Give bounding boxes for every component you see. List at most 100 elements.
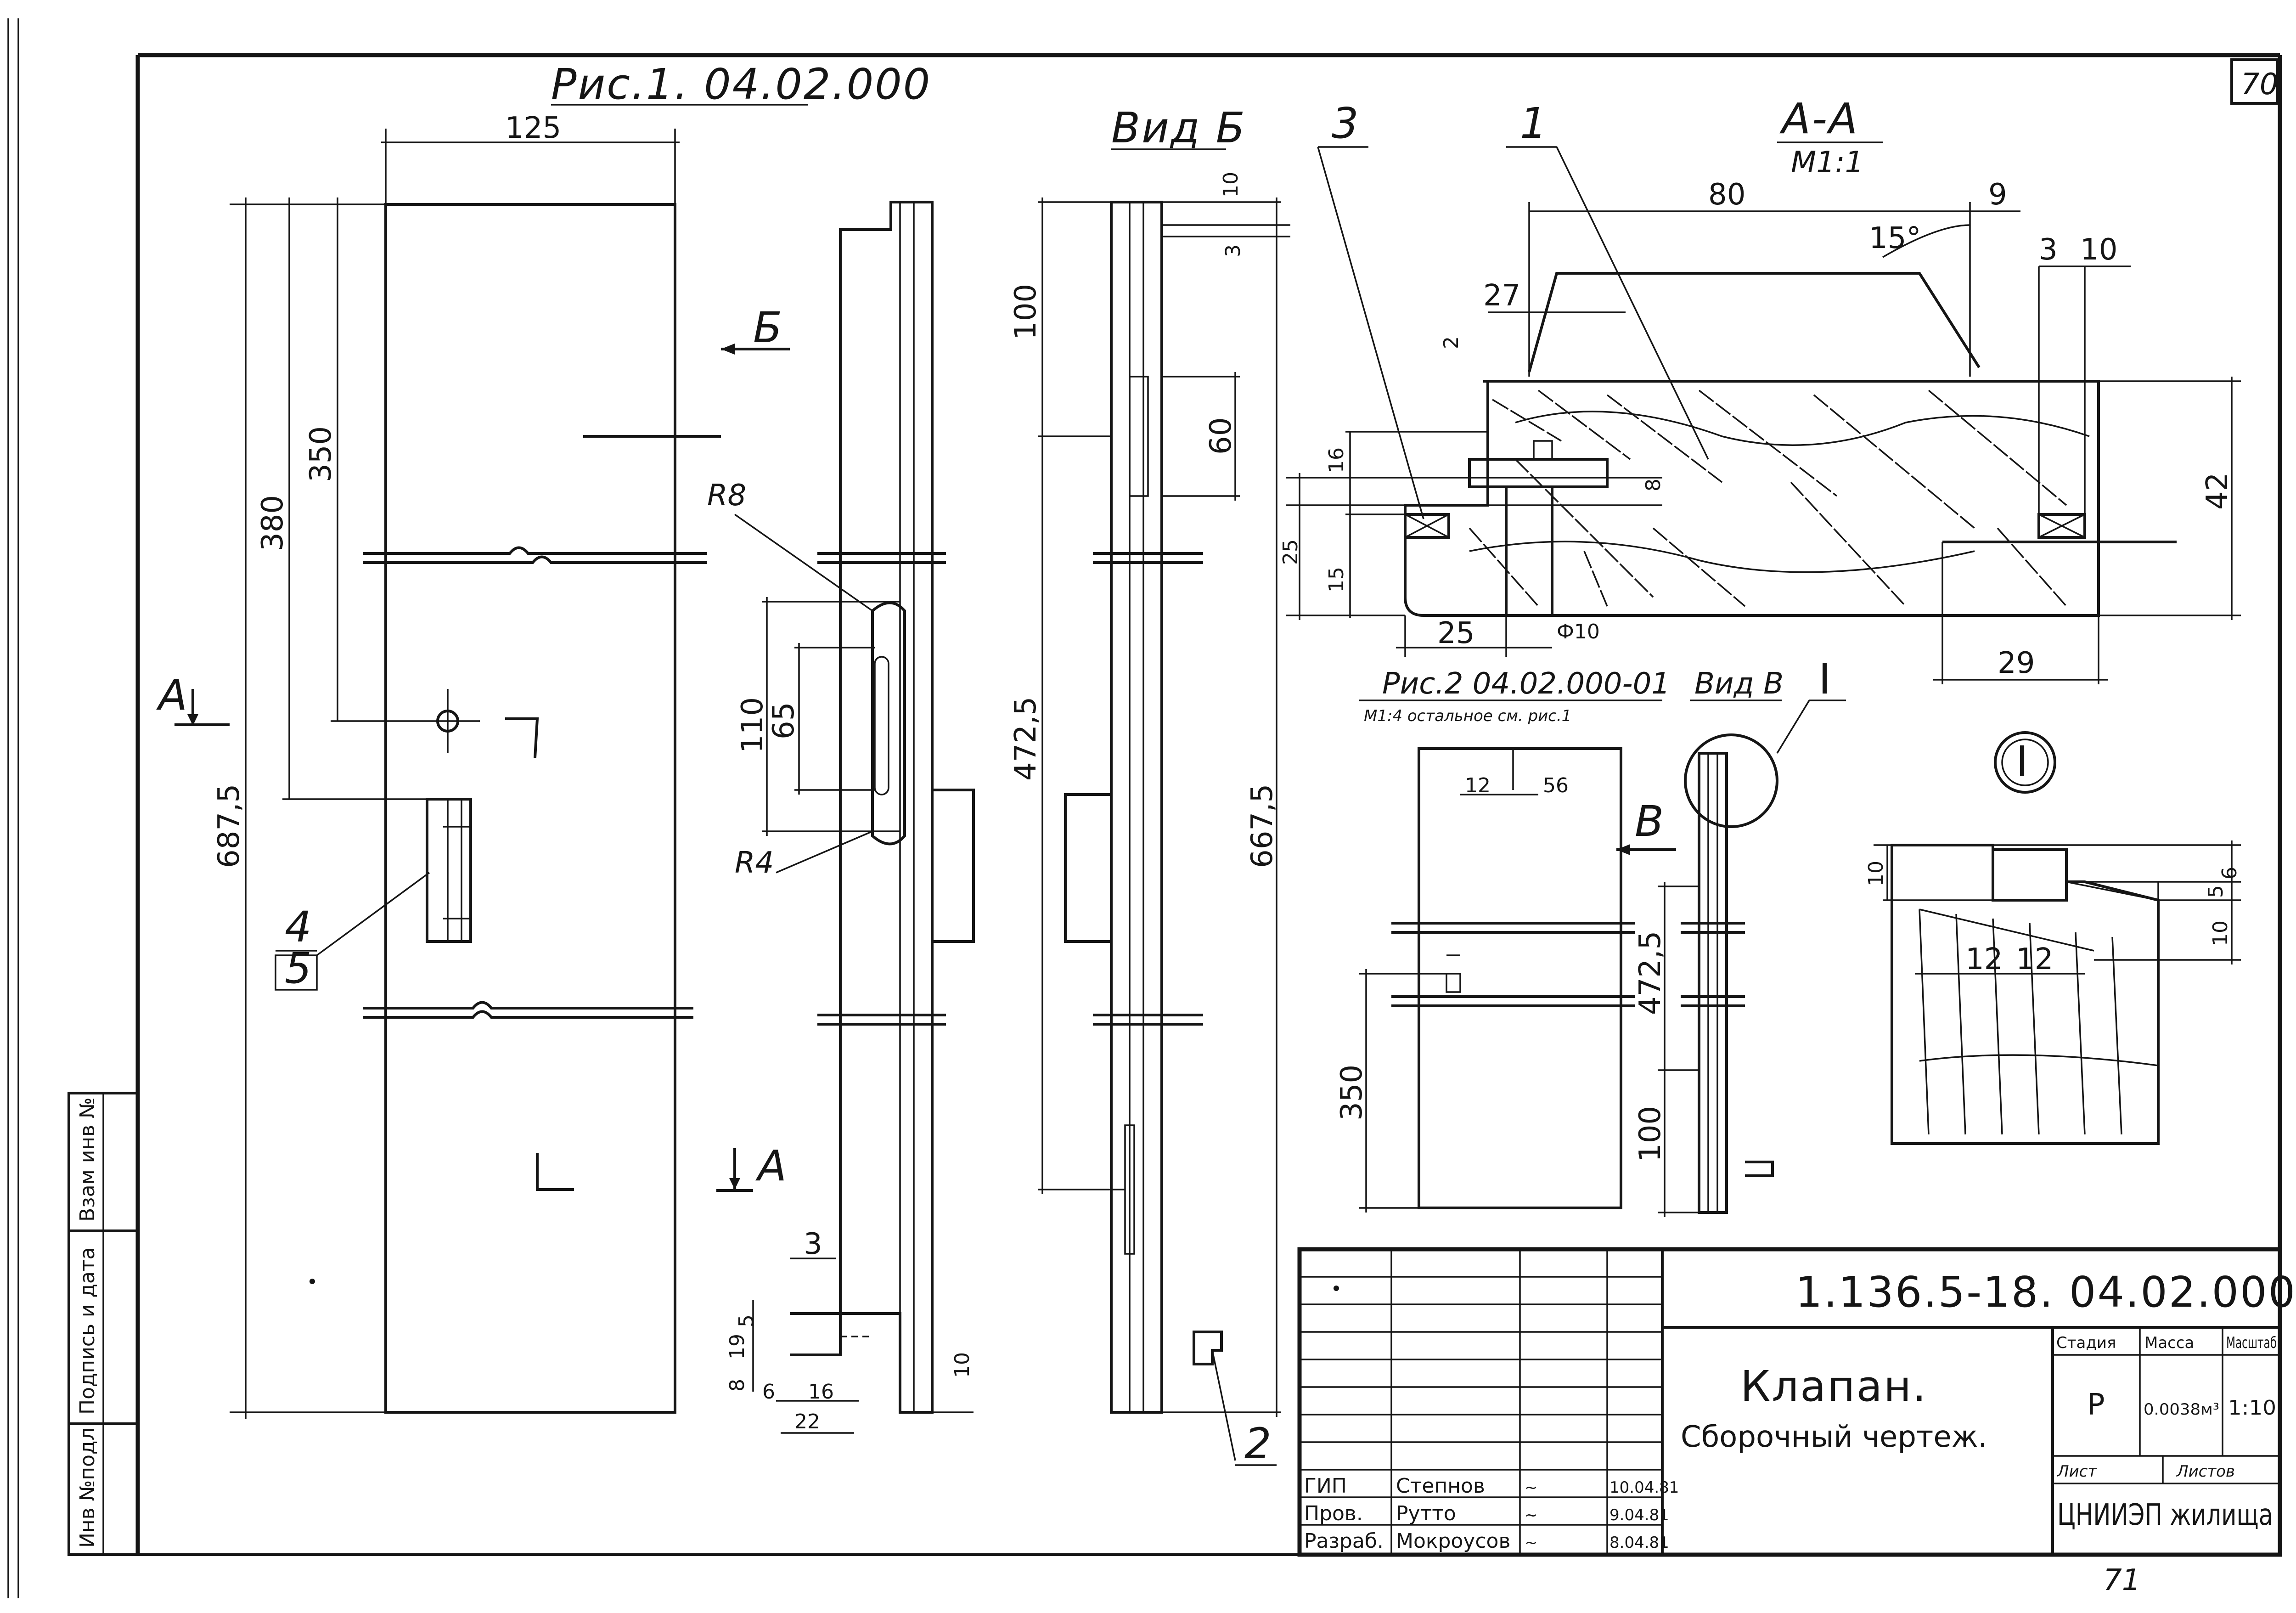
- section-mark-a-top: А: [156, 671, 189, 720]
- dim-vb-60: 60: [1204, 417, 1238, 455]
- view-v-title: Вид В: [1694, 667, 1784, 701]
- stage-header: Стадия: [2056, 1334, 2116, 1352]
- mass-value: 0.0038м³: [2144, 1400, 2219, 1419]
- dim-i-10: 10: [1864, 861, 1888, 886]
- figure-2-title: Рис.2 04.02.000-01: [1382, 667, 1670, 701]
- side-stamp-inv-dup: Взам инв №: [76, 1097, 99, 1222]
- dim-i-10b: 10: [2209, 920, 2232, 946]
- side-stamp: Инв №подл Подпись и дата Взам инв №: [68, 1092, 139, 1556]
- callout-3: 3: [1332, 99, 1360, 148]
- dim-v-472-5: 472,5: [1633, 931, 1667, 1015]
- sheet-header: Лист: [2056, 1462, 2097, 1481]
- role-prov: Пров.: [1304, 1502, 1363, 1525]
- dim-s-phi10: Ф10: [1557, 620, 1600, 643]
- dim-vb-100: 100: [1009, 284, 1043, 340]
- dim-vb-10: 10: [1219, 172, 1243, 197]
- dim-i-12b: 12: [2016, 942, 2053, 976]
- view-b-title: Вид Б: [1111, 103, 1246, 152]
- view-mark-b: Б: [753, 303, 783, 352]
- figure-2: Рис.2 04.02.000-01 М1:4 остальное см. ри…: [1335, 667, 1670, 1213]
- dim-3-bottom: 3: [804, 1227, 822, 1261]
- dim-i-12a: 12: [1965, 942, 2003, 976]
- dim-s-27: 27: [1483, 279, 1520, 313]
- dim-s-3: 3: [2039, 233, 2058, 267]
- dim-10-bottom: 10: [951, 1352, 974, 1378]
- dim-v-100: 100: [1633, 1106, 1667, 1162]
- date-prov: 9.04.81: [1609, 1506, 1669, 1524]
- date-razrab: 8.04.81: [1609, 1534, 1669, 1552]
- footer-mark: 71: [2103, 1563, 2140, 1597]
- figure-2-note: М1:4 остальное см. рис.1: [1364, 707, 1571, 725]
- dim-110: 110: [736, 697, 770, 753]
- dim-i-6: 6: [2218, 867, 2241, 880]
- stage-value: Р: [2087, 1388, 2105, 1422]
- dim-s-10: 10: [2080, 233, 2117, 267]
- section-a-a: А-А М1:1 80 9 15° 27 2 3 10: [1279, 94, 2241, 684]
- dim-687-5: 687,5: [212, 784, 246, 868]
- item-name: Клапан.: [1740, 1362, 1927, 1411]
- detail-i-title: I: [2016, 737, 2030, 786]
- callout-2: 2: [1244, 1419, 1273, 1468]
- section-a-a-title: А-А: [1779, 94, 1859, 143]
- name-gip: Степнов: [1396, 1474, 1485, 1498]
- dim-f-12: 12: [1465, 774, 1491, 797]
- name-prov: Рутто: [1396, 1502, 1456, 1525]
- role-gip: ГИП: [1304, 1474, 1347, 1498]
- sign-razrab: ~: [1525, 1534, 1538, 1552]
- dim-s-29: 29: [1998, 646, 2035, 680]
- sheet-frame: [7, 18, 2282, 1598]
- dim-s-25b: 25: [1437, 616, 1474, 650]
- figure-1-front-view: Рис.1. 04.02.000 125 687,5: [156, 60, 931, 1419]
- dim-vb-667-5: 667,5: [1245, 784, 1279, 868]
- dim-s-15: 15: [1325, 567, 1348, 592]
- dim-16-bottom: 16: [808, 1380, 834, 1404]
- side-stamp-sign-date: Подпись и дата: [76, 1247, 99, 1415]
- sign-prov: ~: [1525, 1506, 1538, 1524]
- callout-1: 1: [1520, 99, 1548, 148]
- view-v: Вид В I В 472,5 100: [1616, 654, 1846, 1217]
- item-subtitle: Сборочный чертеж.: [1681, 1420, 1987, 1454]
- dim-vb-3: 3: [1221, 244, 1245, 257]
- dim-s-16: 16: [1325, 447, 1348, 473]
- radius-r8: R8: [707, 479, 746, 513]
- view-b: Вид Б 100 472,5 60 667,5 10 3 2: [1009, 103, 1290, 1468]
- view-mark-v: В: [1635, 797, 1665, 846]
- dim-19-bottom: 19: [726, 1334, 749, 1359]
- callout-5: 5: [285, 944, 313, 993]
- dim-125: 125: [505, 111, 561, 145]
- detail-i: I 6 5 10 10 12 12: [1864, 731, 2241, 1145]
- side-profile: 110 65 R8 R4 3 5 19 8 6 16 22 10: [707, 201, 975, 1434]
- dim-s-15deg: 15°: [1869, 221, 1921, 255]
- radius-r4: R4: [735, 846, 774, 880]
- dim-s-42: 42: [2200, 473, 2234, 510]
- dim-s-25: 25: [1279, 539, 1302, 565]
- mass-header: Масса: [2144, 1334, 2194, 1352]
- section-mark-a-bottom: А: [755, 1141, 788, 1190]
- scale-value: 1:10: [2228, 1396, 2276, 1420]
- dim-s-2: 2: [1440, 336, 1463, 349]
- dim-8-bottom: 8: [726, 1379, 749, 1392]
- dim-s-80: 80: [1708, 178, 1745, 212]
- scale-header: Масштаб: [2226, 1334, 2277, 1352]
- sheets-header: Листов: [2176, 1462, 2235, 1481]
- organization: ЦНИИЭП жилища: [2057, 1498, 2273, 1532]
- page-number: 70: [2241, 68, 2278, 102]
- dim-5-bottom: 5: [735, 1314, 758, 1327]
- dim-350: 350: [304, 426, 338, 482]
- doc-code: 1.136.5-18. 04.02.000СБ: [1795, 1268, 2296, 1317]
- section-a-a-scale: М1:1: [1791, 146, 1863, 180]
- figure-1-title: Рис.1. 04.02.000: [551, 60, 931, 109]
- callout-4: 4: [285, 902, 313, 952]
- dim-i-5: 5: [2204, 885, 2228, 898]
- side-stamp-inv-orig: Инв №подл: [76, 1427, 99, 1548]
- dim-vb-472-5: 472,5: [1009, 697, 1043, 781]
- date-gip: 10.04.81: [1609, 1478, 1679, 1497]
- dim-22-bottom: 22: [794, 1410, 820, 1433]
- sign-gip: ~: [1525, 1478, 1538, 1497]
- detail-mark-i: I: [1818, 654, 1832, 704]
- dim-65: 65: [767, 702, 801, 739]
- dim-f-350: 350: [1335, 1065, 1369, 1121]
- name-razrab: Мокроусов: [1396, 1529, 1510, 1553]
- dim-s-9: 9: [1988, 178, 2007, 212]
